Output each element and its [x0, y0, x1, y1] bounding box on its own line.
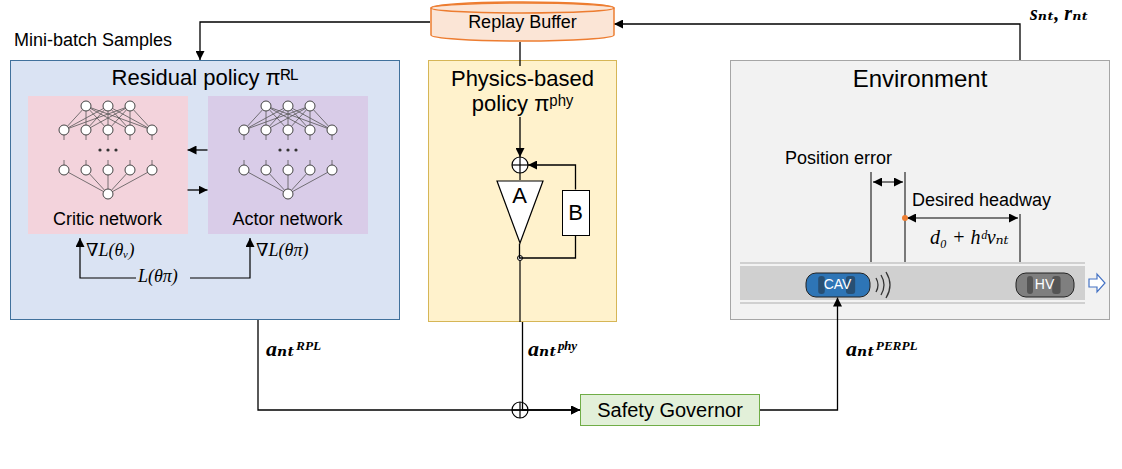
- road-edge: [740, 264, 1085, 266]
- node-text: Replay Buffer: [468, 12, 577, 33]
- vehicle: HV: [1015, 272, 1075, 298]
- loss-label: L(θπ): [138, 266, 178, 287]
- edge-label: aₙₜᵖʰʸ: [528, 336, 576, 361]
- edge-label: aₙₜᴿᴾᴸ: [266, 336, 320, 361]
- connector: [258, 320, 580, 410]
- annotation: Desired headway: [912, 190, 1051, 211]
- node-text: CAV: [824, 276, 852, 292]
- connector: [188, 149, 208, 150]
- feedback-block: B: [562, 190, 590, 236]
- node-text: Actor network: [232, 209, 342, 230]
- loss-label: ∇L(θπ): [256, 240, 308, 261]
- edge-label: sₙₜ, rₙₜ: [1030, 2, 1089, 25]
- direction-arrow: [1089, 274, 1105, 292]
- connector: [519, 42, 520, 157]
- node-text: Environment: [853, 65, 988, 93]
- node-text: Residual policy πᴿᴸ: [112, 65, 299, 90]
- gradient-arrow: [80, 238, 136, 278]
- connector: [614, 24, 1020, 60]
- wireless-symbol: [876, 272, 890, 298]
- sum-junction: [512, 157, 528, 180]
- connector: [520, 236, 576, 259]
- connector: [200, 22, 430, 60]
- vehicle: CAV: [805, 272, 871, 298]
- node-text: A: [512, 183, 527, 208]
- connector: [528, 165, 576, 190]
- neural-net-icons: [59, 101, 337, 199]
- connector: [188, 189, 208, 190]
- output-wire: [519, 258, 520, 322]
- gradient-arrow: [190, 238, 250, 278]
- connector: [760, 298, 838, 411]
- node-text: Physics-based policy πᵖʰʸ: [434, 66, 611, 117]
- formula: d₀ + hᵈvₙₜ: [930, 226, 1009, 249]
- edge-label: aₙₜᴾᴱᴿᴾᴸ: [846, 336, 917, 361]
- annotation: Position error: [785, 148, 892, 169]
- position-error-arrow: [873, 182, 903, 183]
- safety-governor: Safety Governor: [580, 394, 760, 426]
- reference-line: [1020, 214, 1021, 262]
- node-text: Critic network: [53, 209, 162, 230]
- node-text: Safety Governor: [597, 399, 743, 422]
- network-box: Critic network: [28, 96, 188, 234]
- road-edge: [740, 300, 1085, 302]
- replay-buffer: Replay Buffer: [430, 2, 615, 42]
- gain-triangle: A: [496, 180, 544, 244]
- node-text: HV: [1035, 276, 1054, 292]
- reference-line: [871, 172, 872, 262]
- network-box: Actor network: [208, 96, 368, 234]
- headway-arrow: [907, 218, 1018, 219]
- connector: [523, 322, 581, 410]
- edge-label: Mini-batch Samples: [14, 30, 172, 51]
- road: [740, 262, 1085, 304]
- loss-label: ∇L(θᵥ): [86, 240, 134, 261]
- node-text: B: [568, 200, 583, 225]
- policy-panel: A B Physics-based policy πᵖʰʸ: [428, 60, 617, 322]
- reference-dot: [902, 215, 908, 221]
